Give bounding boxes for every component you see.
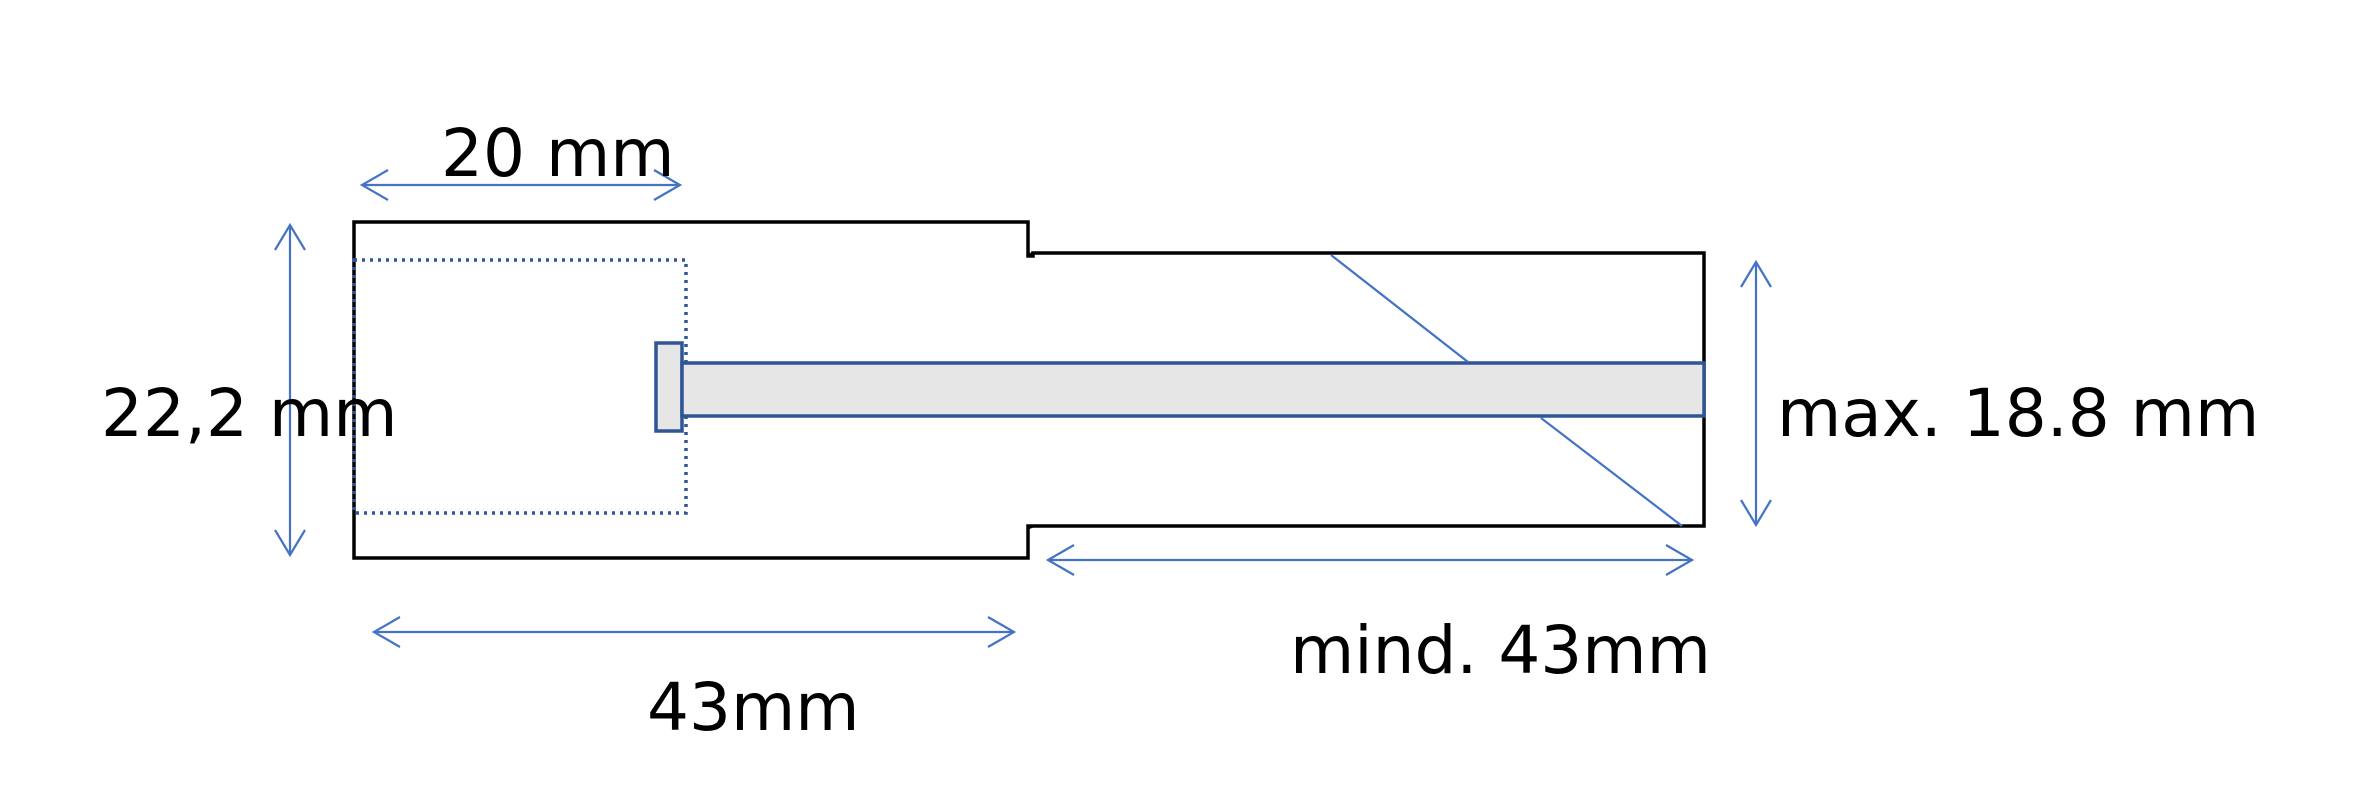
dimension-right-length [1045, 544, 1695, 576]
dimension-left-length [371, 616, 1017, 648]
diagonal-line-lower [1540, 417, 1683, 527]
dimension-top-width [359, 169, 683, 201]
label-right-length: mind. 43mm [1290, 612, 1711, 689]
label-left-height: 22,2 mm [101, 375, 398, 452]
step-notch-bottom [1027, 524, 1034, 530]
label-right-height: max. 18.8 mm [1777, 375, 2259, 452]
label-left-length: 43mm [647, 669, 860, 746]
rod-shaft [680, 361, 1706, 418]
dimension-right-height [1740, 259, 1772, 528]
dimension-left-height [274, 222, 306, 558]
rod-head [654, 341, 684, 433]
step-notch-top [1027, 251, 1034, 258]
diagonal-line-upper [1330, 254, 1469, 363]
label-top-width: 20 mm [441, 115, 675, 192]
inner-pocket-dotted [352, 258, 688, 515]
